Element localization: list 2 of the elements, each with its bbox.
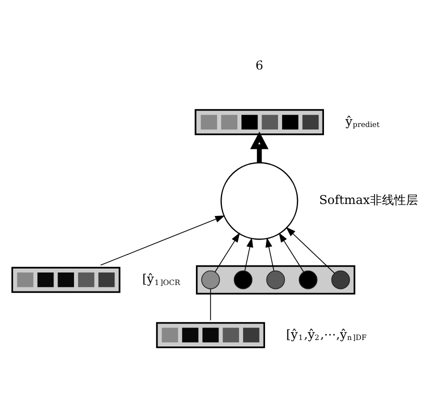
node-label: Softmax非线性层 [319,192,418,206]
node-label: 6 [255,58,264,72]
